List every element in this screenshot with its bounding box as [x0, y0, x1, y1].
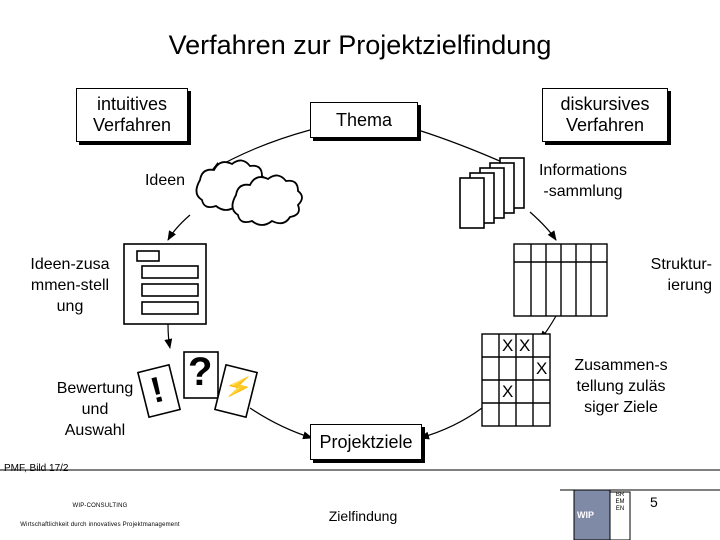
company-tagline: Wirtschaftlichkeit durch innovatives Pro… — [20, 522, 180, 528]
lightning-card-icon — [213, 363, 259, 419]
cloud-icon — [195, 159, 303, 226]
document-stack-icon — [459, 157, 525, 229]
project-goals-label: Projektziele — [319, 431, 413, 452]
slide-caption: PMF, Bild 17/2 — [4, 463, 69, 474]
logo-icon — [573, 489, 631, 540]
company-name: WIP-CONSULTING — [72, 503, 128, 509]
admissible-goals-text: Zusammen-stellung zulässiger Ziele — [574, 357, 668, 416]
matrix-mark: X — [536, 359, 548, 378]
arrow-information-to-structuring — [529, 211, 557, 241]
matrix-mark: X — [502, 336, 514, 355]
question-card-icon — [183, 351, 219, 399]
topic-label: Thema — [335, 109, 393, 130]
discursive-method-box: diskursives Verfahren — [542, 88, 668, 142]
exclamation-card-icon — [136, 363, 182, 419]
logo-letters: BREMEN — [615, 492, 625, 512]
arrow-evaluation-to-goals — [249, 407, 313, 440]
question-symbol: ? — [188, 350, 213, 394]
structuring-grid-icon — [513, 243, 608, 317]
arrow-ideas-to-compilation — [167, 214, 191, 241]
idea-compilation-sheet-icon — [123, 243, 207, 325]
admissible-goals-label: Zusammen-stellung zulässiger Ziele — [556, 355, 686, 418]
project-goals-box: Projektziele — [310, 424, 422, 460]
structuring-text: Struktur-ierung — [650, 256, 712, 294]
arrow-admissible-to-goals — [419, 407, 483, 440]
ideas-label: Ideen — [144, 172, 186, 189]
page-title: Verfahren zur Projektzielfindung — [168, 30, 552, 60]
information-label: Informations-sammlung — [528, 160, 638, 202]
matrix-mark: X — [502, 382, 514, 401]
topic-box: Thema — [310, 102, 418, 138]
goals-matrix-icon — [481, 333, 551, 427]
arrow-compilation-to-evaluation — [164, 323, 173, 349]
matrix-mark: X — [519, 336, 531, 355]
intuitive-method-label: intuitives Verfahren — [92, 94, 172, 135]
logo-mark: WIP — [577, 510, 594, 520]
information-text: Informations-sammlung — [538, 162, 628, 200]
footer-center-title: Zielfindung — [328, 508, 398, 524]
idea-compilation-label: Ideen-zusammen-stellung — [22, 254, 118, 317]
structuring-label: Struktur-ierung — [612, 254, 712, 296]
discursive-method-label: diskursives Verfahren — [560, 94, 650, 135]
page-number: 5 — [650, 494, 658, 510]
intuitive-method-box: intuitives Verfahren — [76, 88, 188, 142]
evaluation-label: Bewertung und Auswahl — [56, 380, 134, 439]
idea-compilation-text: Ideen-zusammen-stellung — [30, 256, 110, 315]
